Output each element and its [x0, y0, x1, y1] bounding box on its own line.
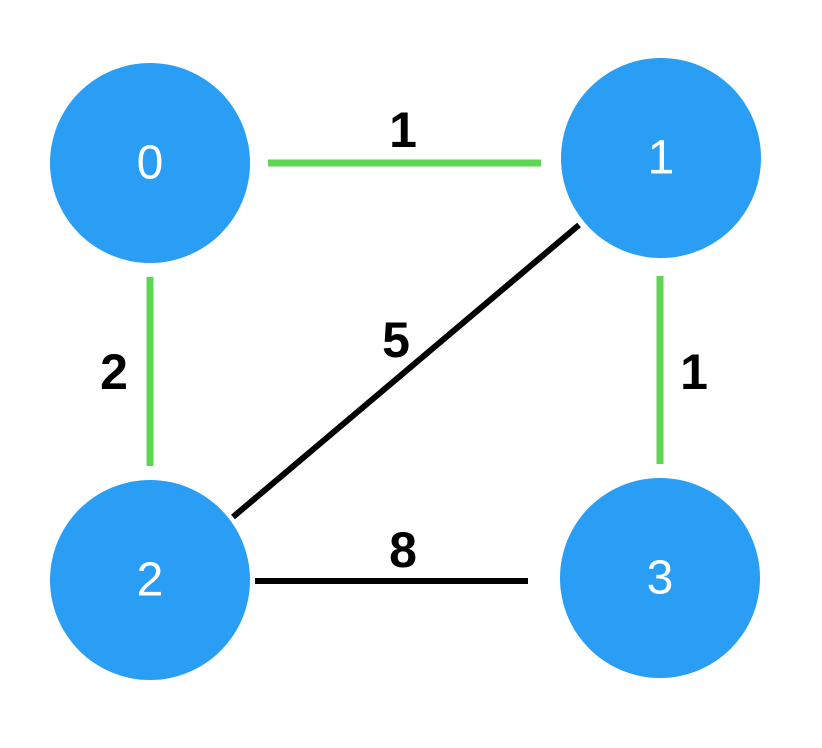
edge-weight-1-2: 5	[382, 312, 410, 368]
edge-weight-1-3: 1	[680, 344, 708, 400]
node-label-2: 2	[137, 554, 164, 607]
node-label-3: 3	[647, 552, 674, 605]
edge-weight-2-3: 8	[389, 522, 417, 578]
node-label-1: 1	[648, 132, 675, 185]
node-1	[561, 58, 761, 258]
edge-1-2	[231, 222, 581, 520]
node-3	[560, 478, 760, 678]
node-2	[50, 480, 250, 680]
node-label-0: 0	[137, 137, 164, 190]
edge-weight-0-2: 2	[100, 344, 128, 400]
node-0	[50, 63, 250, 263]
edge-weight-0-1: 1	[389, 102, 417, 158]
